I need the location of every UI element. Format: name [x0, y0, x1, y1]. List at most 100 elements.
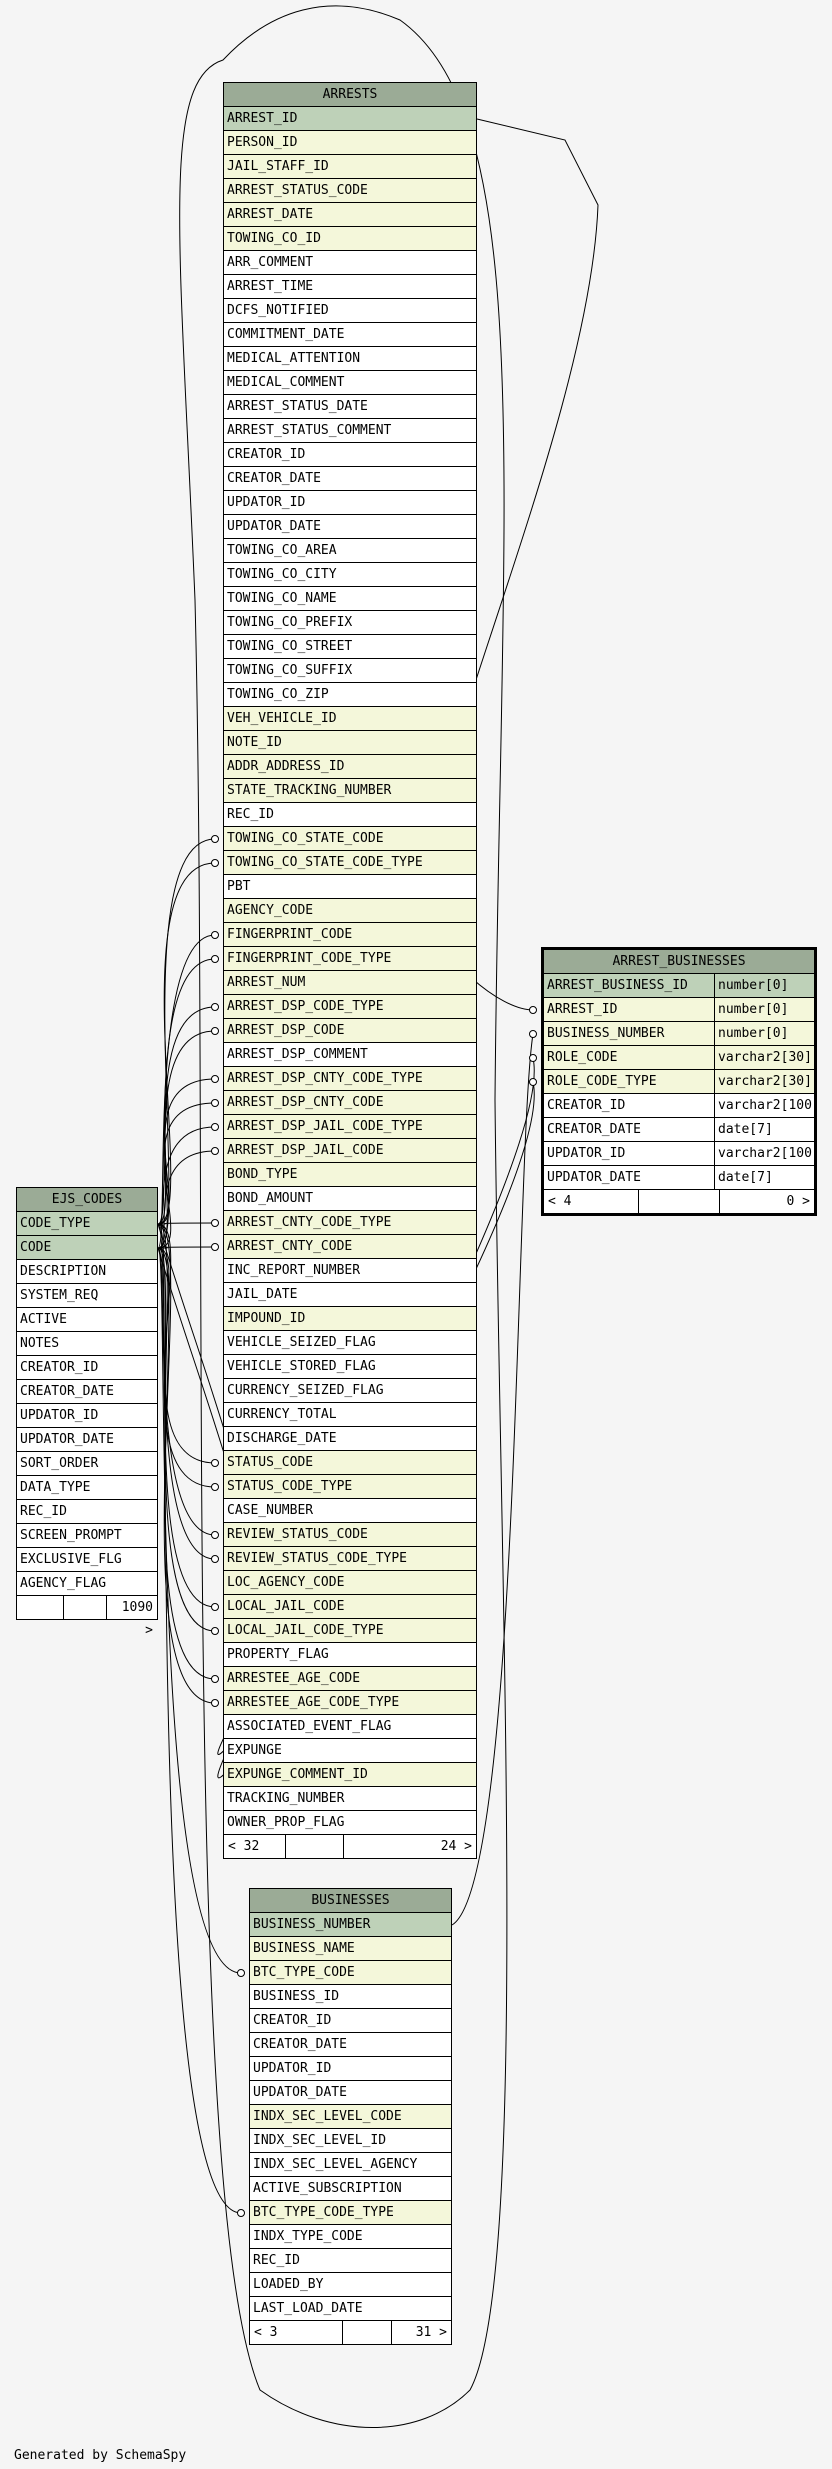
- column-towing-co-street[interactable]: TOWING_CO_STREET: [224, 635, 476, 659]
- column-code-type[interactable]: CODE_TYPE: [17, 1212, 157, 1236]
- column-towing-co-state-code-type[interactable]: TOWING_CO_STATE_CODE_TYPE: [224, 851, 476, 875]
- column-associated-event-flag[interactable]: ASSOCIATED_EVENT_FLAG: [224, 1715, 476, 1739]
- column-medical-comment[interactable]: MEDICAL_COMMENT: [224, 371, 476, 395]
- column-owner-prop-flag[interactable]: OWNER_PROP_FLAG: [224, 1811, 476, 1835]
- child-count[interactable]: 24 >: [440, 1839, 472, 1854]
- column-person-id[interactable]: PERSON_ID: [224, 131, 476, 155]
- column-arrest-status-code[interactable]: ARREST_STATUS_CODE: [224, 179, 476, 203]
- column-vehicle-stored-flag[interactable]: VEHICLE_STORED_FLAG: [224, 1355, 476, 1379]
- column-arrest-dsp-cnty-code-type[interactable]: ARREST_DSP_CNTY_CODE_TYPE: [224, 1067, 476, 1091]
- column-arrestee-age-code-type[interactable]: ARRESTEE_AGE_CODE_TYPE: [224, 1691, 476, 1715]
- column-towing-co-id[interactable]: TOWING_CO_ID: [224, 227, 476, 251]
- column-status-code-type[interactable]: STATUS_CODE_TYPE: [224, 1475, 476, 1499]
- column-updator-id[interactable]: UPDATOR_ID: [250, 2057, 451, 2081]
- column-loc-agency-code[interactable]: LOC_AGENCY_CODE: [224, 1571, 476, 1595]
- parent-count[interactable]: < 4: [544, 1190, 639, 1213]
- column-btc-type-code[interactable]: BTC_TYPE_CODE: [250, 1961, 451, 1985]
- column-arrest-time[interactable]: ARREST_TIME: [224, 275, 476, 299]
- column-review-status-code-type[interactable]: REVIEW_STATUS_CODE_TYPE: [224, 1547, 476, 1571]
- column-review-status-code[interactable]: REVIEW_STATUS_CODE: [224, 1523, 476, 1547]
- child-count[interactable]: 31 >: [415, 2325, 447, 2340]
- column-property-flag[interactable]: PROPERTY_FLAG: [224, 1643, 476, 1667]
- column-creator-id[interactable]: CREATOR_ID: [250, 2009, 451, 2033]
- column-arrest-dsp-code[interactable]: ARREST_DSP_CODE: [224, 1019, 476, 1043]
- column-rec-id[interactable]: REC_ID: [224, 803, 476, 827]
- column-rec-id[interactable]: REC_ID: [17, 1500, 157, 1524]
- column-arrestee-age-code[interactable]: ARRESTEE_AGE_CODE: [224, 1667, 476, 1691]
- column-creator-date[interactable]: CREATOR_DATE: [250, 2033, 451, 2057]
- column-addr-address-id[interactable]: ADDR_ADDRESS_ID: [224, 755, 476, 779]
- column-towing-co-area[interactable]: TOWING_CO_AREA: [224, 539, 476, 563]
- column-sort-order[interactable]: SORT_ORDER: [17, 1452, 157, 1476]
- column-code[interactable]: CODE: [17, 1236, 157, 1260]
- table-title[interactable]: BUSINESSES: [250, 1889, 451, 1913]
- column-impound-id[interactable]: IMPOUND_ID: [224, 1307, 476, 1331]
- column-last-load-date[interactable]: LAST_LOAD_DATE: [250, 2297, 451, 2321]
- column-medical-attention[interactable]: MEDICAL_ATTENTION: [224, 347, 476, 371]
- column-arrest-date[interactable]: ARREST_DATE: [224, 203, 476, 227]
- column-veh-vehicle-id[interactable]: VEH_VEHICLE_ID: [224, 707, 476, 731]
- parent-count[interactable]: < 32: [224, 1835, 286, 1858]
- column-expunge-comment-id[interactable]: EXPUNGE_COMMENT_ID: [224, 1763, 476, 1787]
- column-arrest-num[interactable]: ARREST_NUM: [224, 971, 476, 995]
- column-business-name[interactable]: BUSINESS_NAME: [250, 1937, 451, 1961]
- column-towing-co-prefix[interactable]: TOWING_CO_PREFIX: [224, 611, 476, 635]
- parent-count[interactable]: [17, 1596, 64, 1619]
- column-creator-date[interactable]: CREATOR_DATE: [17, 1380, 157, 1404]
- column-creator-id[interactable]: CREATOR_ID: [224, 443, 476, 467]
- column-updator-date[interactable]: UPDATOR_DATE: [224, 515, 476, 539]
- column-business-number[interactable]: BUSINESS_NUMBER: [250, 1913, 451, 1937]
- column-towing-co-city[interactable]: TOWING_CO_CITY: [224, 563, 476, 587]
- column-dcfs-notified[interactable]: DCFS_NOTIFIED: [224, 299, 476, 323]
- column-exclusive-flg[interactable]: EXCLUSIVE_FLG: [17, 1548, 157, 1572]
- column-currency-seized-flag[interactable]: CURRENCY_SEIZED_FLAG: [224, 1379, 476, 1403]
- column-jail-date[interactable]: JAIL_DATE: [224, 1283, 476, 1307]
- column-active-subscription[interactable]: ACTIVE_SUBSCRIPTION: [250, 2177, 451, 2201]
- column-arrest-cnty-code-type[interactable]: ARREST_CNTY_CODE_TYPE: [224, 1211, 476, 1235]
- column-tracking-number[interactable]: TRACKING_NUMBER: [224, 1787, 476, 1811]
- column-bond-amount[interactable]: BOND_AMOUNT: [224, 1187, 476, 1211]
- column-notes[interactable]: NOTES: [17, 1332, 157, 1356]
- column-updator-id[interactable]: UPDATOR_ID: [224, 491, 476, 515]
- column-system-req[interactable]: SYSTEM_REQ: [17, 1284, 157, 1308]
- column-bond-type[interactable]: BOND_TYPE: [224, 1163, 476, 1187]
- column-currency-total[interactable]: CURRENCY_TOTAL: [224, 1403, 476, 1427]
- column-arrest-cnty-code[interactable]: ARREST_CNTY_CODE: [224, 1235, 476, 1259]
- parent-count[interactable]: < 3: [250, 2321, 343, 2344]
- column-towing-co-suffix[interactable]: TOWING_CO_SUFFIX: [224, 659, 476, 683]
- column-local-jail-code-type[interactable]: LOCAL_JAIL_CODE_TYPE: [224, 1619, 476, 1643]
- table-title[interactable]: ARRESTS: [224, 83, 476, 107]
- column-status-code[interactable]: STATUS_CODE: [224, 1451, 476, 1475]
- column-arrest-dsp-cnty-code[interactable]: ARREST_DSP_CNTY_CODE: [224, 1091, 476, 1115]
- column-towing-co-zip[interactable]: TOWING_CO_ZIP: [224, 683, 476, 707]
- column-indx-sec-level-id[interactable]: INDX_SEC_LEVEL_ID: [250, 2129, 451, 2153]
- column-indx-sec-level-agency[interactable]: INDX_SEC_LEVEL_AGENCY: [250, 2153, 451, 2177]
- column-arrest-dsp-code-type[interactable]: ARREST_DSP_CODE_TYPE: [224, 995, 476, 1019]
- column-pbt[interactable]: PBT: [224, 875, 476, 899]
- column-inc-report-number[interactable]: INC_REPORT_NUMBER: [224, 1259, 476, 1283]
- column-arrest-dsp-jail-code[interactable]: ARREST_DSP_JAIL_CODE: [224, 1139, 476, 1163]
- child-count[interactable]: 1090 >: [121, 1600, 153, 1638]
- column-updator-date[interactable]: UPDATOR_DATE: [250, 2081, 451, 2105]
- column-fingerprint-code[interactable]: FINGERPRINT_CODE: [224, 923, 476, 947]
- column-arr-comment[interactable]: ARR_COMMENT: [224, 251, 476, 275]
- column-arrest-id[interactable]: ARREST_ID: [224, 107, 476, 131]
- column-updator-date[interactable]: UPDATOR_DATE: [17, 1428, 157, 1452]
- column-vehicle-seized-flag[interactable]: VEHICLE_SEIZED_FLAG: [224, 1331, 476, 1355]
- column-updator-id[interactable]: UPDATOR_ID: [17, 1404, 157, 1428]
- column-towing-co-name[interactable]: TOWING_CO_NAME: [224, 587, 476, 611]
- column-local-jail-code[interactable]: LOCAL_JAIL_CODE: [224, 1595, 476, 1619]
- column-discharge-date[interactable]: DISCHARGE_DATE: [224, 1427, 476, 1451]
- column-state-tracking-number[interactable]: STATE_TRACKING_NUMBER: [224, 779, 476, 803]
- column-description[interactable]: DESCRIPTION: [17, 1260, 157, 1284]
- column-case-number[interactable]: CASE_NUMBER: [224, 1499, 476, 1523]
- column-jail-staff-id[interactable]: JAIL_STAFF_ID: [224, 155, 476, 179]
